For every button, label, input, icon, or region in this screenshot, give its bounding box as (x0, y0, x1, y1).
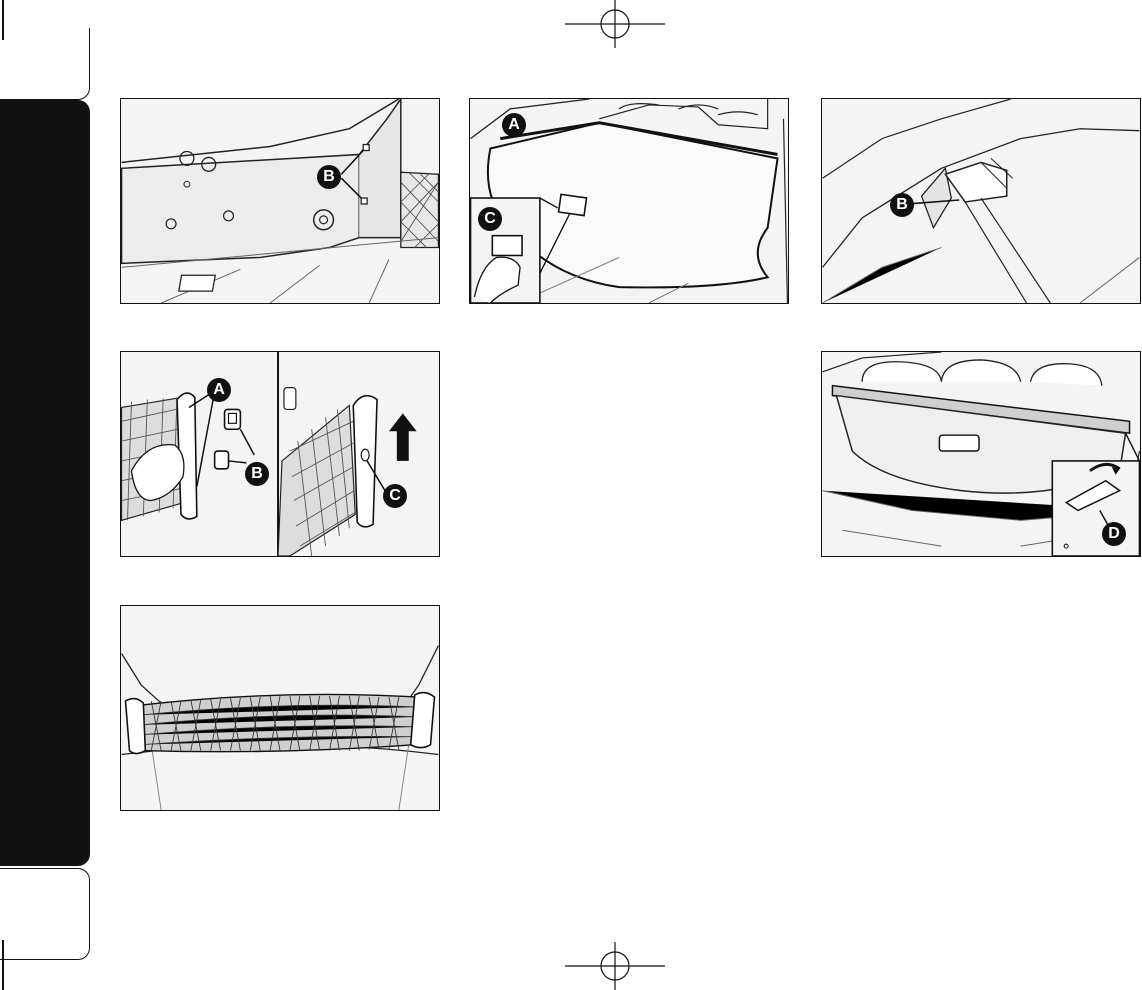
figure-rear-shelf-cover: A C (469, 98, 789, 304)
registration-mark-bottom (565, 942, 665, 990)
crop-mark-bottom-left (2, 940, 4, 990)
figure-luggage-net (120, 605, 440, 811)
figure-label-b: B (317, 165, 341, 189)
side-tab-top (0, 28, 90, 100)
figure-label-d: D (1102, 522, 1126, 546)
figure-net-hooks: A B C (120, 351, 440, 557)
figure-label-c: C (383, 484, 407, 508)
figure-label-a: A (207, 378, 231, 402)
registration-mark-top (565, 0, 665, 48)
figure-label-b: B (245, 462, 269, 486)
figure-label-c: C (478, 207, 502, 231)
figure-label-b: B (890, 193, 914, 217)
side-tab-bottom (0, 868, 90, 960)
figure-pillar-fixing: B (821, 98, 1141, 304)
figure-label-a: A (502, 113, 526, 137)
figure-trunk-side-panel: B (120, 98, 440, 304)
figure-luggage-cover-removal: D (821, 351, 1141, 557)
crop-mark-top-left (2, 0, 4, 40)
section-side-band (0, 100, 90, 866)
